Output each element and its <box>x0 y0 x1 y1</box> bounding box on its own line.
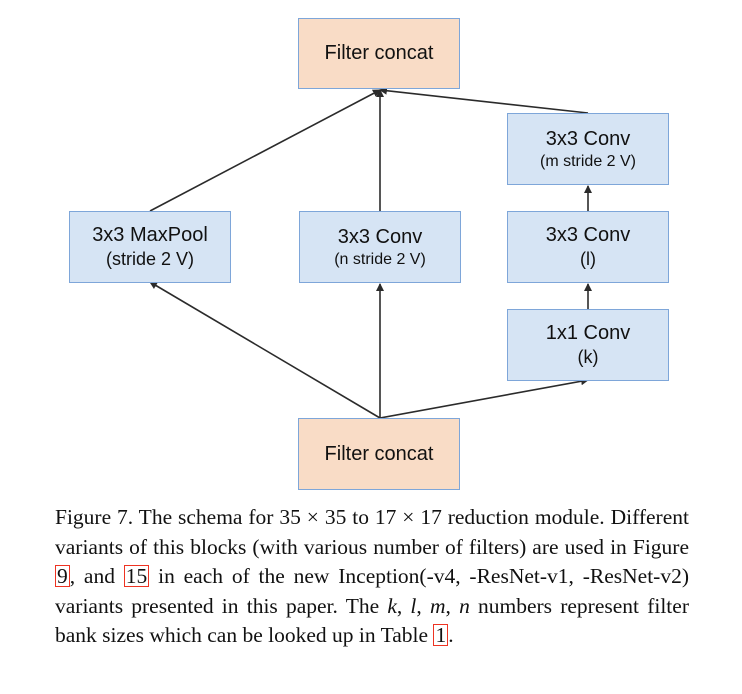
caption-comma-3: , <box>445 593 460 618</box>
caption-prefix: Figure 7. The schema for <box>55 505 280 529</box>
conv-top-right-line1: 3x3 Conv <box>545 127 631 150</box>
bottom-filter-concat-label: Filter concat <box>324 442 434 465</box>
conv-mid-right-line1: 3x3 Conv <box>545 224 631 247</box>
figure-caption: Figure 7. The schema for 35 × 35 to 17 ×… <box>55 503 689 651</box>
caption-comma-2: , <box>416 593 422 618</box>
figure-9-reference-link[interactable]: 9 <box>55 564 70 588</box>
conv-top-right-line2: (m stride 2 V) <box>539 152 636 170</box>
edge-bottom-to-conv-1x1 <box>379 377 589 419</box>
caption-after-vars: numbers represent filter bank sizes whic… <box>55 593 689 648</box>
caption-after-refs: in each of the new Inception(-v4, -ResNe… <box>55 564 690 618</box>
edge-maxpool-to-top <box>149 89 381 212</box>
conv-mid-node: 3x3 Conv (n stride 2 V) <box>299 211 461 283</box>
figure-15-reference-link[interactable]: 15 <box>123 564 150 588</box>
caption-end: . <box>448 623 454 647</box>
conv-1x1-line1: 1x1 Conv <box>545 322 631 345</box>
conv-mid-line1: 3x3 Conv <box>337 225 423 248</box>
maxpool-node: 3x3 MaxPool (stride 2 V) <box>69 211 231 283</box>
maxpool-line1: 3x3 MaxPool <box>92 224 208 247</box>
caption-var-l: l <box>410 593 417 618</box>
caption-var-k: k <box>387 593 397 618</box>
table-1-reference-link[interactable]: 1 <box>433 623 449 647</box>
conv-mid-right-line2: (l) <box>580 249 596 270</box>
caption-mid: to <box>346 505 375 529</box>
bottom-filter-concat: Filter concat <box>298 418 460 490</box>
caption-times-2: × <box>402 505 415 529</box>
caption-math-b: 35 <box>324 505 347 529</box>
edge-bottom-to-maxpool <box>149 281 381 419</box>
caption-comma-1: , <box>396 593 411 618</box>
caption-space <box>422 594 430 618</box>
edge-conv-m-to-top <box>379 86 589 114</box>
caption-math-a: 35 <box>279 505 301 529</box>
caption-times-1: × <box>306 505 319 529</box>
caption-math-d: 17 <box>420 505 442 529</box>
top-filter-concat: Filter concat <box>298 18 460 89</box>
top-filter-concat-label: Filter concat <box>324 42 434 64</box>
caption-math-c: 17 <box>374 505 397 529</box>
conv-1x1-node: 1x1 Conv (k) <box>507 309 669 381</box>
caption-var-m: m <box>429 593 446 618</box>
conv-top-right-node: 3x3 Conv (m stride 2 V) <box>507 113 669 185</box>
conv-mid-right-node: 3x3 Conv (l) <box>507 211 669 283</box>
conv-mid-line2: (n stride 2 V) <box>334 250 426 268</box>
caption-var-n: n <box>459 593 470 618</box>
conv-1x1-line2: (k) <box>577 347 599 368</box>
maxpool-line2: (stride 2 V) <box>105 249 195 270</box>
caption-between-refs: , and <box>69 564 124 588</box>
caption-after-math: reduction module. Different variants of … <box>55 505 689 559</box>
